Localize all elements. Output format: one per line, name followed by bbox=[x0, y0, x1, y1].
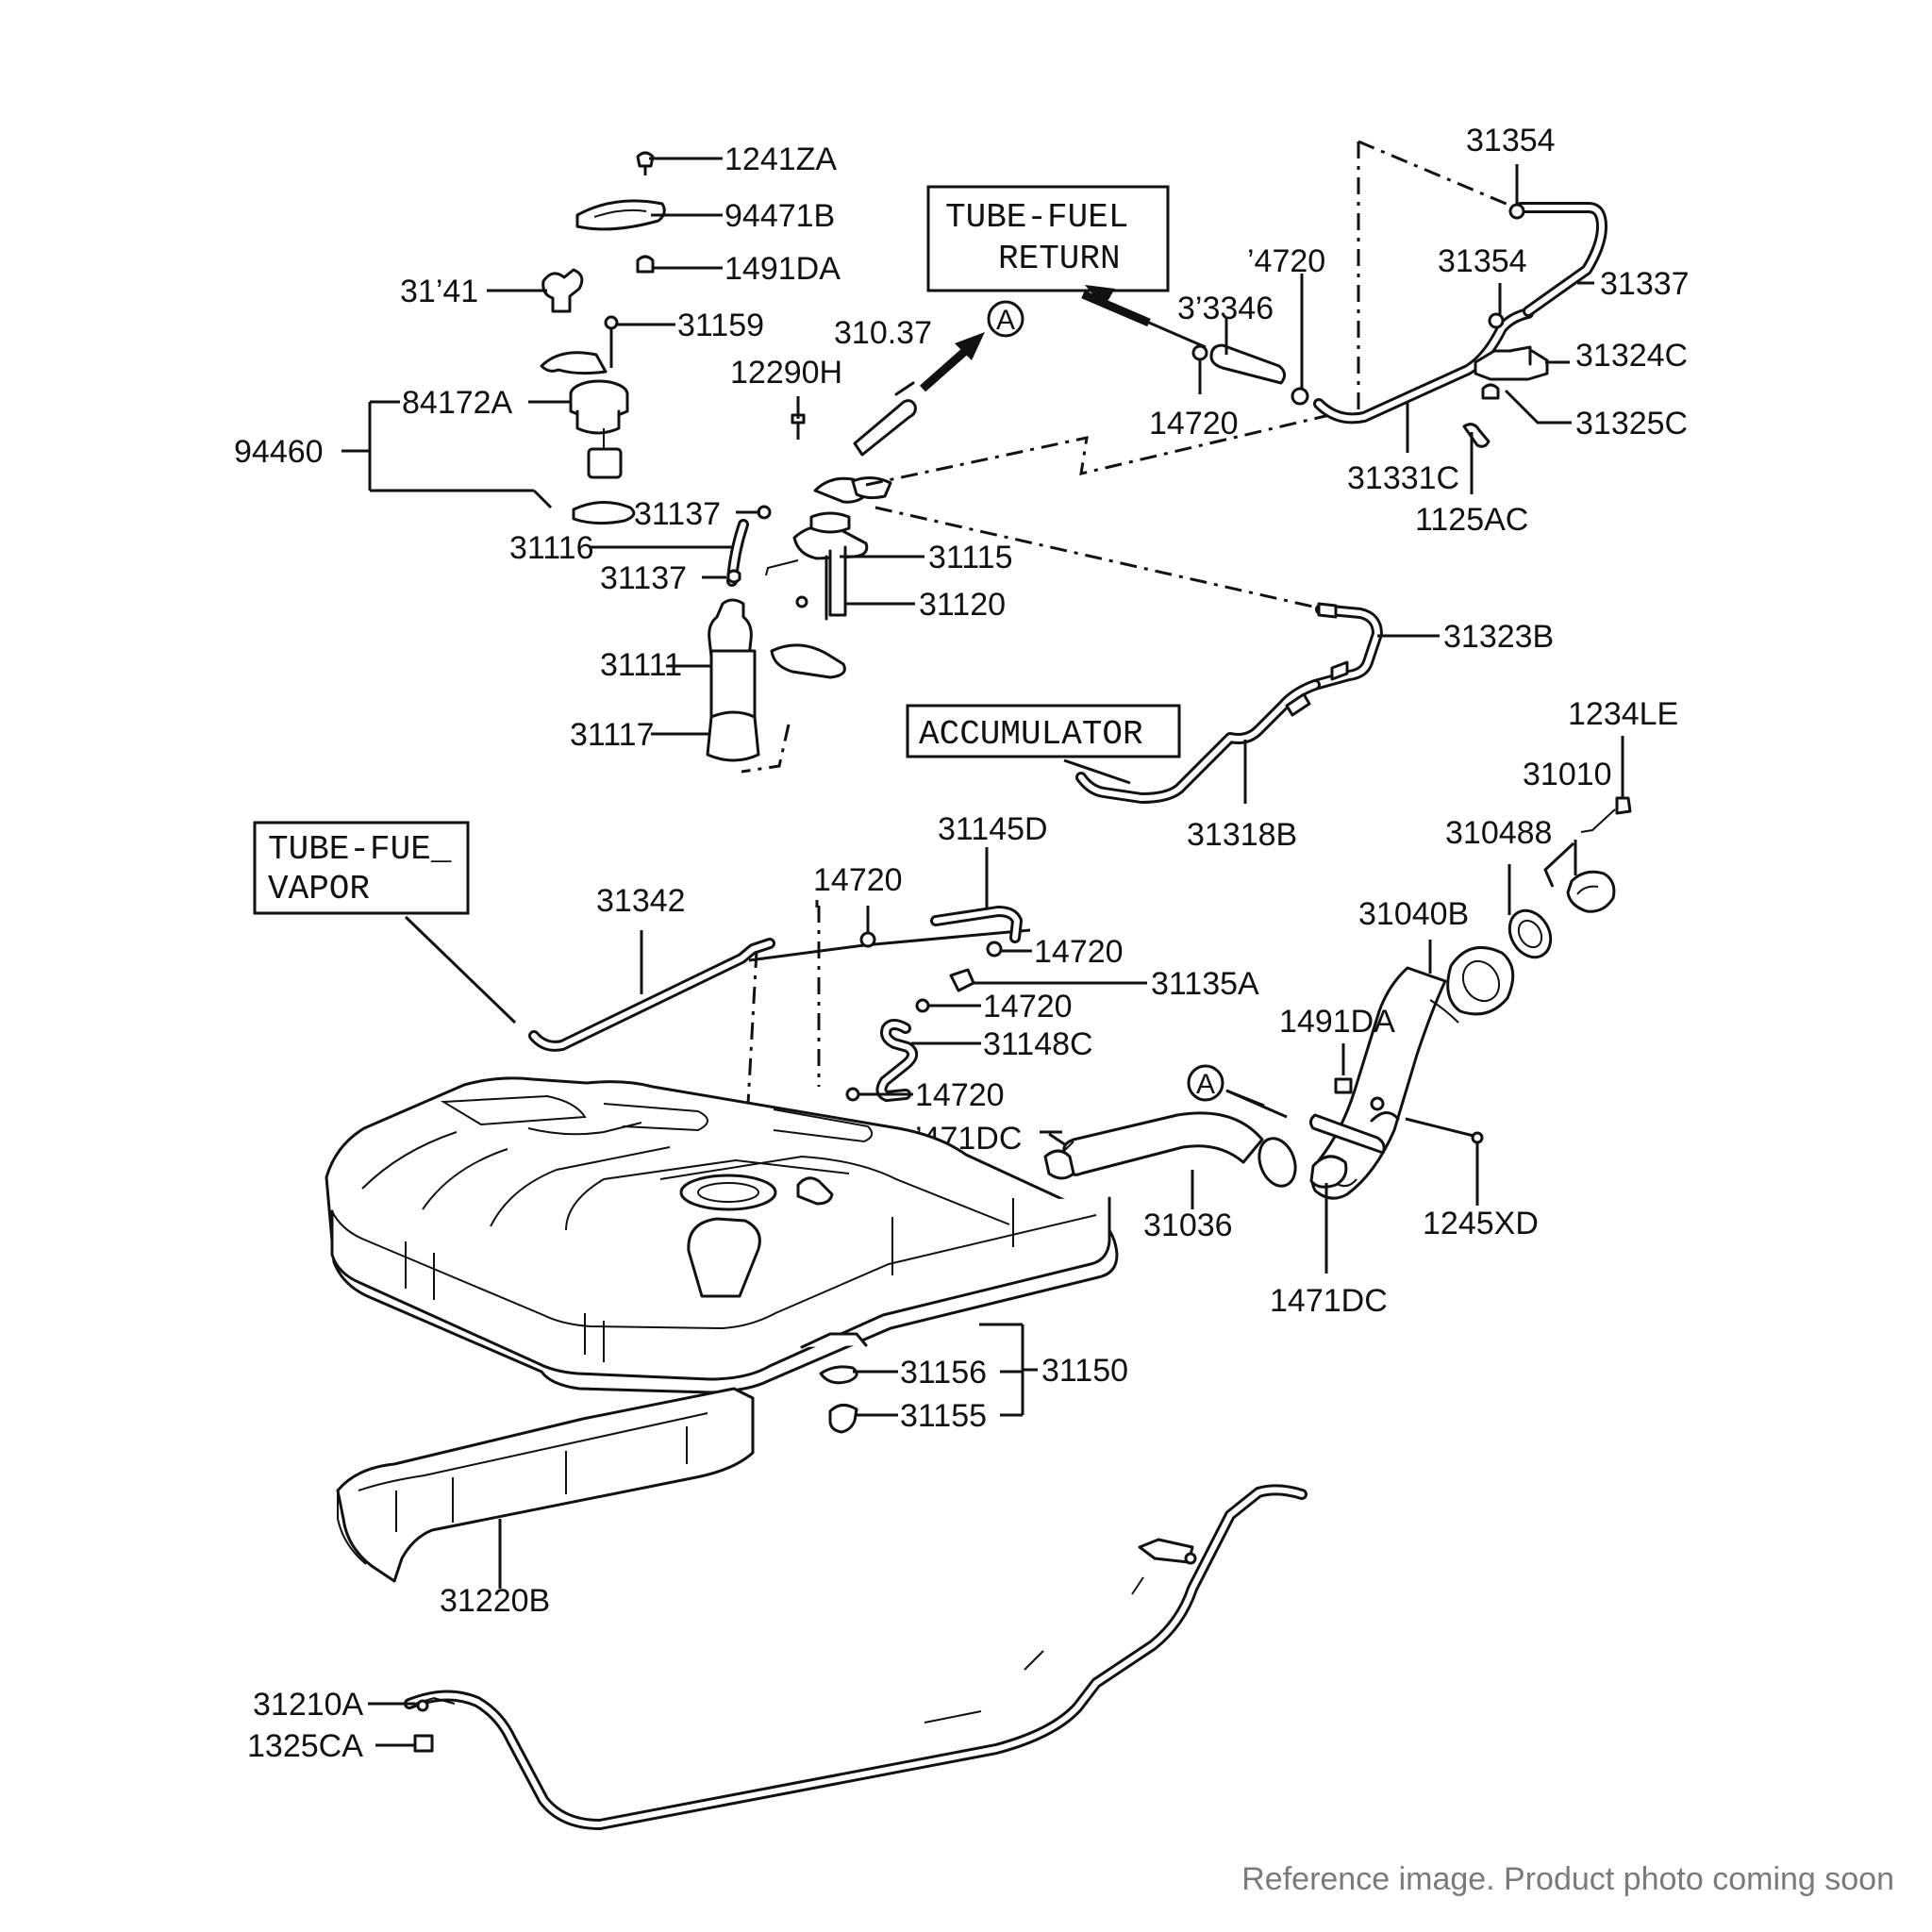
part-label-14720-a: 14720 bbox=[1149, 406, 1239, 441]
part-label-310488: 310488 bbox=[1445, 815, 1552, 851]
part-label-33346: 3’3346 bbox=[1177, 291, 1274, 326]
part-label-1491da-mid: 1491DA bbox=[1279, 1004, 1395, 1040]
part-label-14720-b: 14720 bbox=[813, 862, 903, 898]
part-label-31354-a: 31354 bbox=[1466, 123, 1556, 158]
svg-text:RETURN: RETURN bbox=[998, 240, 1121, 278]
drain-plug-illustration bbox=[819, 1365, 858, 1434]
filler-hose-illustration bbox=[1043, 1111, 1348, 1189]
part-label-31337: 31337 bbox=[1600, 266, 1690, 302]
part-label-31145d: 31145D bbox=[938, 811, 1048, 847]
part-label-31111: 31111 bbox=[600, 647, 682, 683]
fuel-pump-assembly-illustration bbox=[540, 151, 917, 774]
part-label-31148c: 31148C bbox=[983, 1026, 1093, 1062]
part-label-14720-e: 14720 bbox=[915, 1077, 1005, 1113]
part-label-1241za: 1241ZA bbox=[724, 142, 837, 177]
part-label-1125ac: 1125AC bbox=[1415, 502, 1528, 538]
return-line-illustration bbox=[865, 140, 1607, 487]
svg-text:A: A bbox=[996, 305, 1015, 336]
part-label-31156: 31156 bbox=[900, 1355, 987, 1391]
part-label-31117: 31117 bbox=[570, 717, 655, 753]
part-label-31137-a: 31137 bbox=[634, 496, 721, 532]
part-label-31159: 31159 bbox=[677, 308, 764, 343]
part-label-84172a: 84172A bbox=[402, 385, 513, 421]
reference-caption: Reference image. Product photo coming so… bbox=[1241, 1861, 1894, 1897]
part-label-31040b: 31040B bbox=[1358, 896, 1469, 932]
part-label-14720-c: 14720 bbox=[1034, 934, 1124, 970]
part-label-31037: 310.37 bbox=[834, 315, 932, 351]
part-label-94471b: 94471B bbox=[724, 198, 835, 234]
leader-lines-upper-left bbox=[368, 157, 924, 736]
part-label-94460: 94460 bbox=[234, 434, 324, 470]
svg-text:ACCUMULATOR: ACCUMULATOR bbox=[919, 715, 1143, 754]
part-label-31342: 31342 bbox=[596, 883, 686, 919]
heat-protector-illustration bbox=[336, 1387, 755, 1583]
filler-neck-illustration bbox=[1308, 736, 1632, 1200]
accumulator-callout: ACCUMULATOR bbox=[906, 704, 1181, 785]
part-label-1245xd: 1245XD bbox=[1423, 1206, 1539, 1241]
leader-lines-filler bbox=[1428, 840, 1577, 1206]
part-label-31115: 31115 bbox=[928, 540, 1013, 575]
part-label-31325c: 31325C bbox=[1575, 406, 1688, 441]
part-label-31141: 31’41 bbox=[400, 274, 478, 309]
part-label-31155: 31155 bbox=[900, 1398, 987, 1434]
leader-lines-upper-right bbox=[1198, 164, 1594, 494]
part-label-31036: 31036 bbox=[1143, 1208, 1233, 1243]
part-label-1234le: 1234LE bbox=[1568, 696, 1678, 732]
part-label-1471dc: 1471DC bbox=[1270, 1283, 1388, 1319]
part-label-14720-q: ’4720 bbox=[1247, 243, 1325, 279]
part-label-31120: 31120 bbox=[919, 587, 1006, 623]
tube-fuel-vapor-callout: TUBE-FUE_ VAPOR bbox=[253, 821, 517, 1024]
svg-text:VAPOR: VAPOR bbox=[268, 870, 370, 908]
svg-text:TUBE-FUE_: TUBE-FUE_ bbox=[268, 830, 452, 869]
part-label-31150: 31150 bbox=[1041, 1353, 1128, 1389]
arrow-head-to-a bbox=[955, 332, 985, 360]
part-label-31220b: 31220B bbox=[440, 1583, 550, 1619]
leader-lines-vapor bbox=[640, 847, 1147, 1147]
circle-marker-a-mid: A bbox=[1187, 1064, 1288, 1119]
part-label-31010: 31010 bbox=[1523, 757, 1612, 792]
vapor-line-illustration bbox=[528, 900, 1031, 1156]
part-label-14720-d: 14720 bbox=[983, 989, 1073, 1024]
part-label-1325ca: 1325CA bbox=[247, 1728, 363, 1764]
feed-line-illustration bbox=[874, 506, 1383, 804]
part-label-31210a: 31210A bbox=[253, 1687, 364, 1723]
part-label-31137-b: 31137 bbox=[600, 560, 687, 596]
part-label-31323b: 31323B bbox=[1443, 619, 1554, 655]
svg-text:A: A bbox=[1196, 1069, 1215, 1100]
tube-fuel-return-callout: TUBE-FUEL RETURN bbox=[926, 185, 1207, 349]
fuel-tank-illustration bbox=[325, 1076, 1119, 1394]
part-label-1491da-top: 1491DA bbox=[724, 251, 841, 287]
svg-text:TUBE-FUEL: TUBE-FUEL bbox=[945, 198, 1128, 237]
part-label-12290h: 12290H bbox=[730, 355, 842, 391]
leader-lines-tank-plug bbox=[853, 1323, 1038, 1417]
tank-band-illustration bbox=[404, 1484, 1307, 1830]
part-label-31318b: 31318B bbox=[1187, 817, 1297, 853]
part-label-31116: 31116 bbox=[509, 530, 594, 566]
part-label-31135a: 31135A bbox=[1151, 966, 1259, 1002]
circle-marker-a-top: A bbox=[987, 300, 1024, 338]
part-label-31354-b: 31354 bbox=[1438, 243, 1527, 279]
part-label-31324c: 31324C bbox=[1575, 338, 1688, 374]
part-label-31331c: 31331C bbox=[1347, 460, 1459, 496]
